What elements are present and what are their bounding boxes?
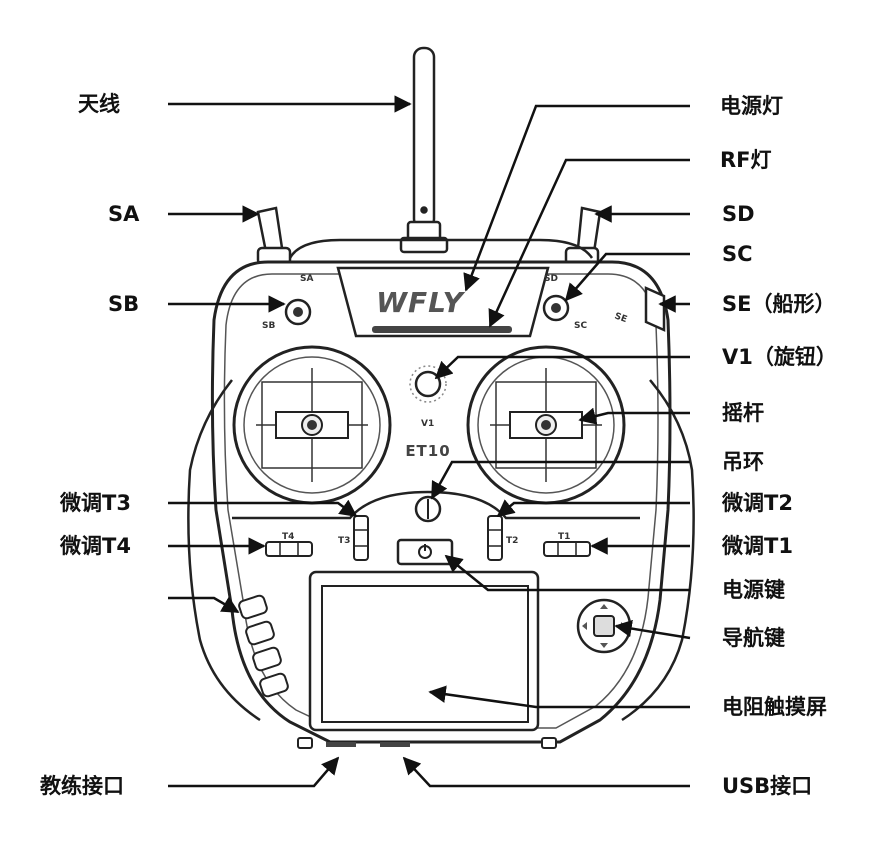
label-hook: 吊环 [722,450,764,474]
label-trim-t3: 微调T3 [60,491,131,515]
leader-trim-t3 [168,499,358,518]
led-bar [372,326,512,333]
leader-side-buttons [168,596,240,614]
leader-stick [578,407,690,425]
label-v1-small: V1 [421,419,434,429]
switch-se-rocker[interactable] [644,286,666,332]
switch-sc[interactable] [542,294,570,322]
switch-sd-lever[interactable] [564,206,602,266]
touchscreen[interactable] [308,570,540,732]
right-gimbal[interactable] [466,345,626,505]
label-trim-t2: 微调T2 [722,491,793,515]
label-power-led: 电源灯 [720,94,783,118]
label-sc: SC [722,242,753,266]
switch-sa-lever[interactable] [256,206,292,266]
trim-t1-switch[interactable] [543,541,591,557]
label-rf-led: RF灯 [720,148,772,172]
label-sa-small: SA [300,274,313,284]
label-se-rocker: SE（船形） [722,292,836,316]
model-name: ET10 [405,442,450,460]
leader-usb-port [402,756,690,788]
label-antenna: 天线 [78,92,120,116]
label-trim-t4: 微调T4 [60,534,131,558]
label-stick: 摇杆 [722,401,764,425]
label-usb-port: USB接口 [722,774,813,798]
antenna [399,46,449,254]
brand-logo: WFLY [376,286,465,319]
leader-touchscreen [428,685,690,709]
label-v1-knob: V1（旋钮） [722,345,837,369]
label-power-key: 电源键 [722,578,785,602]
label-t2-small: T2 [506,536,518,546]
power-button[interactable] [396,538,454,566]
leader-trim-t2 [496,499,690,518]
hanging-hook[interactable] [414,495,442,523]
label-trainer-port: 教练接口 [40,774,124,798]
leader-sc [564,252,690,302]
trim-t2-switch[interactable] [487,515,503,561]
label-sc-small: SC [574,321,587,331]
leader-v1 [434,355,690,380]
usb-port[interactable] [380,742,410,747]
leader-nav-key [614,619,691,640]
left-gimbal[interactable] [232,345,392,505]
trainer-port[interactable] [326,742,356,747]
label-sa: SA [108,202,140,226]
label-sd: SD [722,202,755,226]
label-sd-small: SD [544,274,558,284]
leader-trainer-port [168,756,340,788]
leader-power-led [463,104,690,292]
leader-power-key [444,554,690,592]
leader-hook [430,460,690,500]
label-t4-small: T4 [282,532,294,542]
side-buttons[interactable] [238,594,289,698]
label-trim-t1: 微调T1 [722,534,793,558]
label-t3-small: T3 [338,536,350,546]
top-handle [288,238,594,259]
label-touchscreen: 电阻触摸屏 [722,695,827,719]
label-sb-small: SB [262,321,275,331]
label-nav-key: 导航键 [722,626,785,650]
trim-t3-switch[interactable] [353,515,369,561]
switch-sb[interactable] [284,298,312,326]
leader-rf-led [488,158,690,328]
label-sb: SB [108,292,140,316]
trim-t4-switch[interactable] [265,541,313,557]
label-t1-small: T1 [558,532,570,542]
v1-knob[interactable] [409,365,447,403]
bottom-feet [297,737,557,749]
label-se-small: SE [613,311,628,325]
